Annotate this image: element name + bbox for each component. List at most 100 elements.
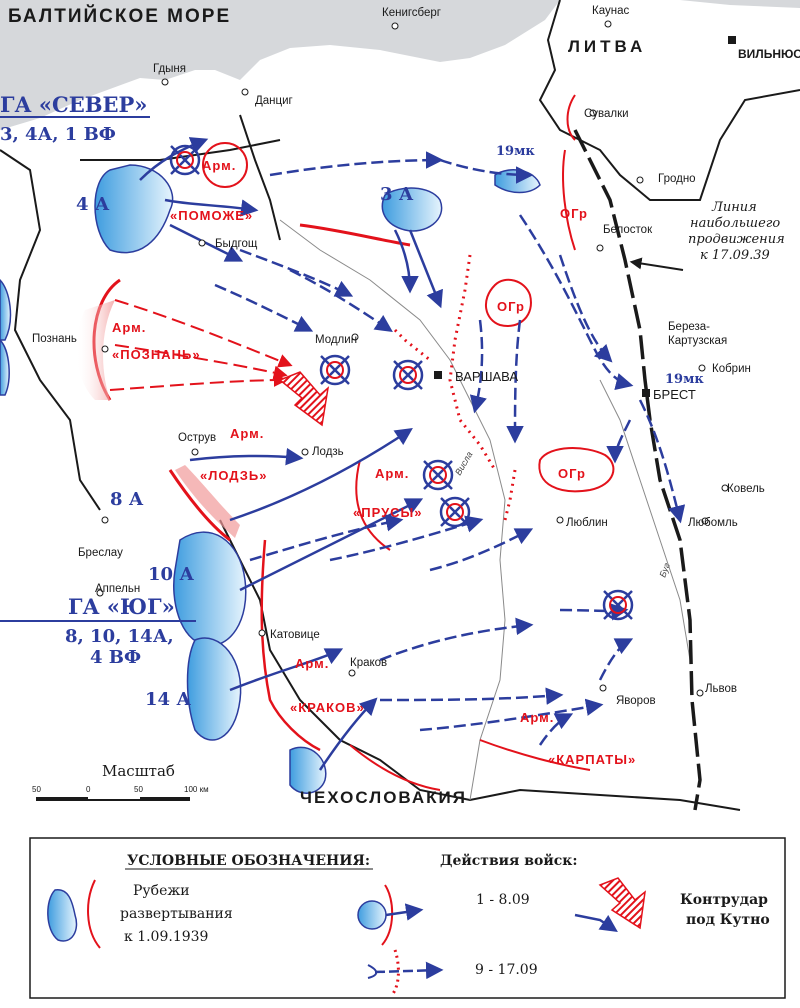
scale-tick-1: 50	[32, 785, 41, 794]
city-brest: БРЕСТ	[653, 387, 696, 402]
rivers	[279, 219, 691, 801]
label-lodz: «ЛОДЗЬ»	[200, 468, 267, 483]
polish-arrows	[109, 299, 293, 391]
city-lvov: Львов	[705, 683, 737, 695]
city-warsaw: ВАРШАВА	[455, 369, 518, 384]
river-bug: Буг	[657, 561, 672, 579]
city-kovel: Ковель	[727, 483, 765, 495]
label-mk19-north: 19мк	[496, 144, 535, 159]
baltic-sea	[0, 0, 560, 130]
label-army-3: 3 А	[380, 184, 414, 205]
legend-period-2: 9 - 17.09	[475, 962, 538, 978]
legend-counterattack-line-2: под Кутно	[686, 912, 770, 928]
label-poznan: «ПОЗНАНЬ»	[112, 347, 201, 362]
label-arm-poznan: Арм.	[112, 320, 146, 335]
city-markers	[96, 20, 729, 697]
label-ga-north: ГА «СЕВЕР»	[0, 92, 147, 117]
city-bialystok: Белосток	[603, 224, 653, 236]
label-army-10: 10 А	[148, 564, 194, 585]
label-karpaty: «КАРПАТЫ»	[548, 752, 636, 767]
city-lublin: Люблин	[566, 517, 608, 529]
country-czechoslovakia: ЧЕХОСЛОВАКИЯ	[300, 788, 467, 807]
city-bydgoszcz: Быдгощ	[215, 238, 258, 250]
front-note-line-4: к 17.09.39	[700, 248, 770, 263]
label-ga-south-units-2: 4 ВФ	[90, 647, 141, 668]
city-danzig: Данциг	[255, 95, 293, 107]
front-note-line-2: наибольшего	[690, 216, 780, 231]
city-grodno: Гродно	[658, 173, 696, 185]
label-army-8: 8 А	[110, 489, 144, 510]
label-arm-lodz: Арм.	[230, 426, 264, 441]
label-arm-krakow: Арм.	[295, 656, 329, 671]
legend-deploy-polish-icon	[87, 879, 101, 949]
front-note: Линия наибольшего продвижения к 17.09.39	[688, 200, 785, 263]
legend-period-1: 1 - 8.09	[476, 892, 530, 908]
city-konigsberg: Кенигсберг	[382, 7, 441, 19]
city-oppeln: Аппельн	[95, 583, 140, 595]
legend-deploy-line-1: Рубежи	[133, 883, 190, 899]
city-breslau: Бреслау	[78, 547, 123, 559]
label-mk19-brest: 19мк	[665, 372, 704, 387]
legend: УСЛОВНЫЕ ОБОЗНАЧЕНИЯ: Рубежи развертыван…	[29, 837, 786, 999]
legend-actions-title: Действия войск:	[440, 852, 578, 869]
label-ogr-north: ОГр	[560, 206, 588, 221]
city-yavorov: Яворов	[616, 695, 656, 707]
german-arrows-dashed	[214, 151, 686, 746]
label-army-4: 4 А	[76, 194, 110, 215]
city-suwalki: Сувалки	[584, 108, 629, 120]
legend-deploy-line-3: к 1.09.1939	[124, 929, 208, 945]
borders	[0, 0, 800, 811]
city-gdynia: Гдыня	[153, 63, 186, 75]
label-prusy: «ПРУСЫ»	[353, 505, 423, 520]
city-lodz: Лодзь	[312, 446, 344, 458]
city-vilnius: ВИЛЬНЮС	[738, 47, 800, 61]
polish-dotted	[393, 254, 517, 521]
city-modlin: Модлин	[315, 334, 357, 346]
label-ga-south-units-1: 8, 10, 14А,	[65, 626, 174, 647]
scale-bar: Масштаб 50 0 50 100 км	[32, 762, 209, 801]
german-labels: ГА «СЕВЕР» 3, 4А, 1 ВФ 4 А 3 А 8 А 10 А …	[0, 92, 704, 710]
city-kobrin: Кобрин	[712, 363, 751, 375]
scale-title: Масштаб	[102, 762, 175, 780]
scale-tick-4: 100 км	[184, 785, 209, 794]
city-katowice: Катовице	[270, 629, 320, 641]
kutno-counterattack-arrow	[278, 371, 330, 427]
polish-army-labels: Арм. «ПОМОЖЕ» Арм. «ПОЗНАНЬ» Арм. «ЛОДЗЬ…	[112, 158, 636, 767]
german-deployment	[0, 164, 541, 794]
scale-tick-3: 50	[134, 785, 143, 794]
front-note-line-3: продвижения	[688, 232, 785, 247]
label-krakow: «КРАКОВ»	[290, 700, 365, 715]
legend-counterattack-icon	[574, 877, 647, 932]
label-pomorze: «ПОМОЖЕ»	[170, 208, 253, 223]
label-ga-south: ГА «ЮГ»	[68, 594, 175, 619]
legend-deploy-line-2: развертывания	[120, 906, 233, 922]
label-ogr-warsaw: ОГр	[497, 299, 525, 314]
front-line-17-09	[573, 129, 702, 811]
sea-label: БАЛТИЙСКОЕ МОРЕ	[8, 5, 231, 27]
city-krakow: Краков	[350, 657, 387, 669]
label-ogr-east: ОГр	[558, 466, 586, 481]
encirclements	[169, 144, 634, 621]
label-ga-north-units: 3, 4А, 1 ВФ	[0, 124, 116, 145]
front-note-line-1: Линия	[711, 200, 757, 215]
city-labels: Гдыня Данциг Кенигсберг Каунас ВИЛЬНЮС С…	[32, 5, 800, 707]
river-vistula: Висла	[453, 450, 474, 477]
german-arrows-solid	[139, 137, 443, 771]
sea-east	[680, 0, 800, 8]
label-army-14: 14 А	[145, 689, 191, 710]
legend-deploy-german-icon	[47, 889, 78, 942]
svg-text:Картузская: Картузская	[668, 335, 727, 347]
scale-tick-2: 0	[86, 785, 91, 794]
polish-deployment	[92, 94, 615, 791]
legend-counterattack-line-1: Контрудар	[680, 892, 768, 908]
legend-period-1-icon	[357, 884, 424, 946]
city-lyuboml: Любомль	[688, 517, 738, 529]
label-arm-prusy: Арм.	[375, 466, 409, 481]
legend-title: УСЛОВНЫЕ ОБОЗНАЧЕНИЯ:	[127, 853, 370, 869]
city-poznan: Познань	[32, 333, 77, 345]
city-ostruv: Острув	[178, 432, 216, 444]
city-kaunas: Каунас	[592, 5, 629, 17]
label-arm-pomorze: Арм.	[202, 158, 236, 173]
legend-period-2-icon	[367, 949, 444, 996]
